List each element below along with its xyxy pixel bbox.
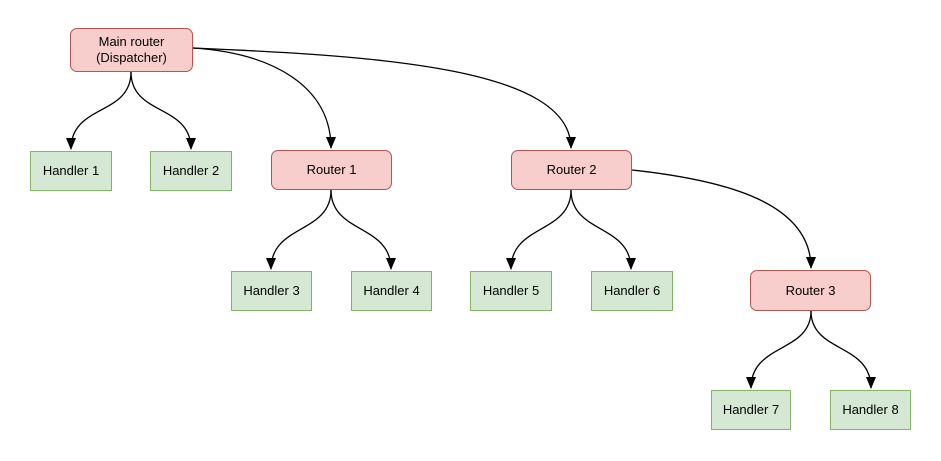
node-router-3: Router 3 [750,270,871,311]
node-handler-3: Handler 3 [231,271,312,311]
edge-main-router-to-router-2 [192,47,576,149]
node-handler-7: Handler 7 [711,390,791,430]
node-handler-4: Handler 4 [351,271,432,311]
edge-router-2-to-handler-6 [570,189,636,270]
node-handler-5: Handler 5 [470,271,552,311]
node-router-1: Router 1 [271,150,392,190]
edge-router-1-to-handler-3 [266,189,332,270]
edge-main-router-to-handler-1 [66,71,132,150]
node-main-router-label: Main router (Dispatcher) [96,34,167,65]
edge-router-3-to-handler-7 [746,310,812,389]
node-handler-8: Handler 8 [830,390,911,430]
node-handler-2: Handler 2 [150,151,232,191]
node-router-2: Router 2 [511,150,632,190]
edge-router-2-to-router-3 [631,169,816,269]
node-handler-6: Handler 6 [591,271,673,311]
edge-main-router-to-handler-2 [130,71,196,150]
edge-router-1-to-handler-4 [330,189,396,270]
edge-router-3-to-handler-8 [810,310,876,389]
node-handler-1: Handler 1 [30,151,112,191]
edge-main-router-to-router-1 [192,47,336,149]
edge-router-2-to-handler-5 [506,189,572,270]
node-main-router: Main router (Dispatcher) [70,28,193,72]
